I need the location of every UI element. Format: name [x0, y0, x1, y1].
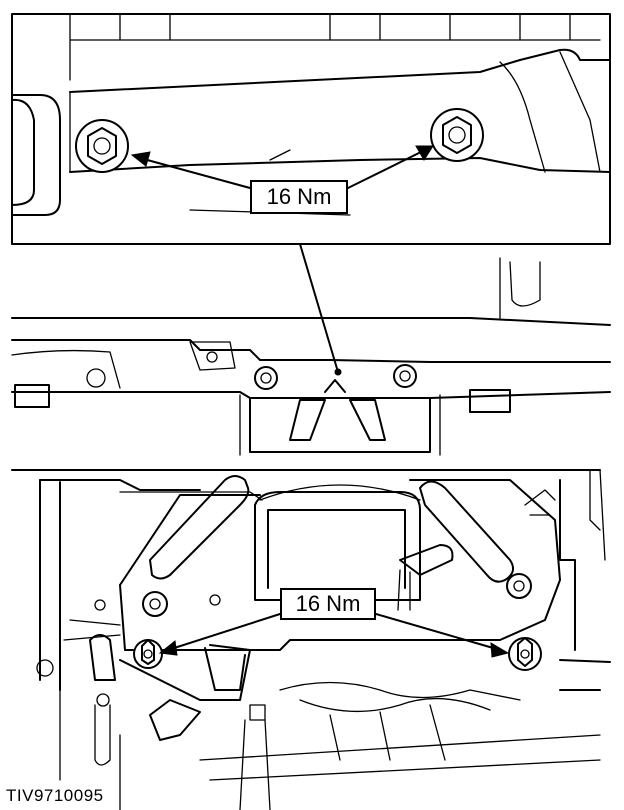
- inset-frame: [11, 13, 611, 245]
- inset-bolt-right: [430, 108, 484, 162]
- torque-callout-bottom: 16 Nm: [280, 588, 376, 620]
- crossmember-bolt-right: [393, 364, 417, 388]
- frame-nut-left: [133, 639, 163, 669]
- figure-id: TIV9710095: [6, 786, 104, 805]
- main-assembly: [11, 257, 611, 810]
- bottom-leaders: [158, 613, 510, 658]
- frame-nut-right: [508, 637, 542, 671]
- inset-bolt-left: [75, 119, 129, 173]
- inset-detail: [11, 13, 611, 245]
- crossmember-bolt-left: [254, 366, 278, 390]
- inset-leaders: [130, 145, 434, 189]
- torque-callout-top: 16 Nm: [250, 180, 348, 214]
- inset-pointer-line: [299, 243, 339, 373]
